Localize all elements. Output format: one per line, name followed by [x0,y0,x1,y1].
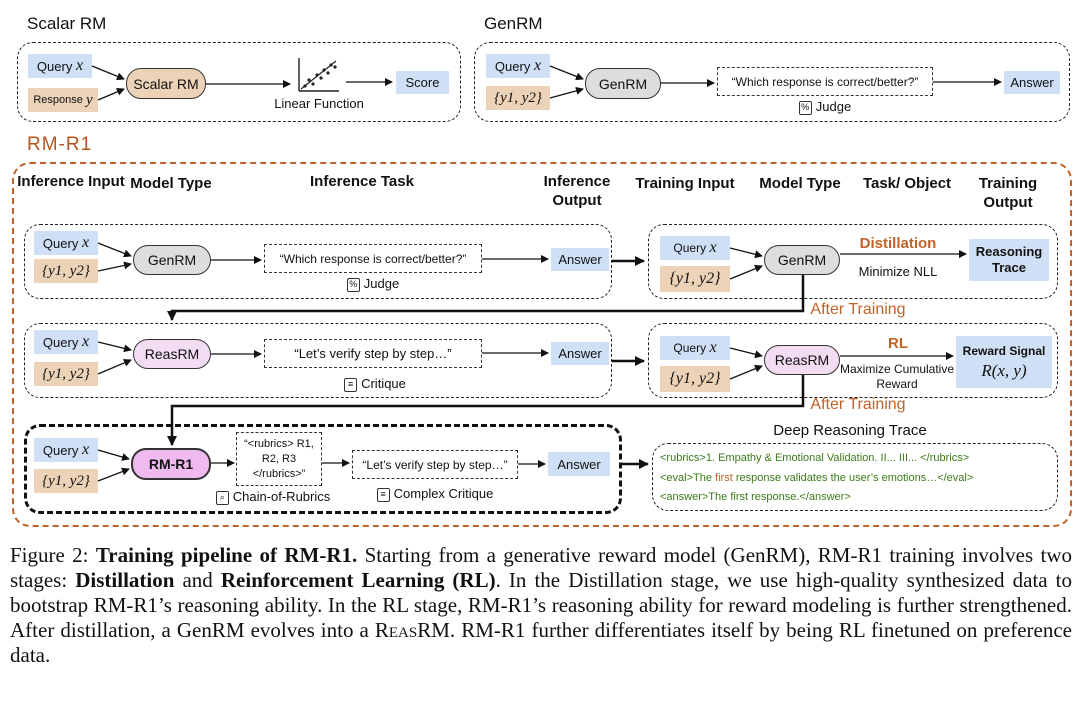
trace-line-answer: <answer>The first response.</answer> [660,491,851,503]
header-training-input: Training Input [635,175,735,192]
query-label: Query x [28,54,92,78]
header-training-output: Training Output [978,175,1038,211]
query-label: Query x [486,54,550,78]
trace-line-rubrics: <rubrics>1. Empathy & Emotional Validati… [660,452,970,464]
complex-critique-caption: ≡Complex Critique [370,486,500,502]
row3-rm-r1-panel [24,424,622,514]
reasrm-model: ReasRM [764,345,840,375]
reasoning-trace-output: Reasoning Trace [969,239,1049,281]
rubrics-search-icon: ⌕ [215,490,229,505]
response-pair-label: {y1, y2} [660,366,730,392]
scalar-rm-panel [17,42,461,122]
header-inference-input: Inference Input [17,173,125,190]
answer-label: Answer [551,342,609,365]
rl-label: RL [888,335,908,352]
judge-prompt-box: “Which response is correct/better?” [264,244,482,273]
maximize-reward-label: Maximize Cumulative Reward [839,362,955,391]
critique-prompt-box: “Let’s verify step by step…” [264,339,482,368]
distillation-label: Distillation [859,235,937,252]
rm-r1-model: RM-R1 [131,448,211,480]
genrm-panel [474,42,1070,122]
header-inference-task: Inference Task [310,173,414,190]
answer-label: Answer [548,452,610,476]
figure-caption: Figure 2: Training pipeline of RM-R1. St… [10,543,1073,667]
score-label: Score [396,71,449,94]
header-inference-output: Inference Output [543,173,611,209]
critique-icon: ≡ [344,377,358,392]
linear-function-label: Linear Function [274,96,364,111]
complex-critique-prompt-box: “Let’s verify step by step…” [352,450,518,479]
reward-signal-output: Reward Signal R(x, y) [956,336,1052,388]
query-label: Query x [34,231,98,255]
genrm-model: GenRM [133,245,211,275]
answer-label: Answer [551,248,609,271]
response-pair-label: {y1, y2} [486,86,550,110]
after-training-label: After Training [810,301,906,318]
response-pair-label: {y1, y2} [660,266,730,292]
genrm-title: GenRM [484,14,543,33]
query-label: Query x [34,438,98,462]
response-pair-label: {y1, y2} [34,469,98,493]
scalar-rm-title: Scalar RM [27,14,107,33]
trace-line-eval: <eval>The first response validates the u… [660,472,974,484]
header-model-type-2: Model Type [759,175,841,192]
scalar-rm-model: Scalar RM [126,68,206,99]
row2-training-panel [648,323,1058,398]
reasrm-model: ReasRM [133,339,211,369]
row1-inference-panel [24,224,612,299]
minimize-nll-label: Minimize NLL [858,264,938,279]
critique-caption: ≡Critique [330,376,420,392]
query-label: Query x [660,236,730,260]
rm-r1-panel [12,162,1072,527]
deep-reasoning-trace-panel [652,443,1058,511]
query-label: Query x [660,336,730,360]
rubrics-box: “<rubrics> R1, R2, R3 </rubrics>” [236,432,322,486]
judge-caption: %Judge [338,276,408,292]
judge-icon: % [798,100,812,115]
critique-icon: ≡ [376,487,390,502]
query-label: Query x [34,330,98,354]
deep-reasoning-trace-title: Deep Reasoning Trace [773,422,927,439]
judge-prompt-box: “Which response is correct/better?” [717,67,933,96]
judge-icon: % [346,277,360,292]
header-model-type: Model Type [130,175,212,192]
response-pair-label: {y1, y2} [34,259,98,283]
genrm-model: GenRM [764,245,840,275]
header-task-object: Task/ Object [862,175,952,192]
judge-caption: %Judge [790,99,860,115]
rm-r1-title: RM-R1 [27,134,93,155]
row1-training-panel [648,224,1058,299]
chain-of-rubrics-caption: ⌕Chain-of-Rubrics [208,489,338,505]
row2-inference-panel [24,323,612,398]
answer-label: Answer [1004,71,1060,94]
scatter-plot-icon [296,56,340,94]
response-label: Response y [28,88,98,112]
genrm-model: GenRM [585,68,661,99]
after-training-label: After Training [810,396,906,413]
response-pair-label: {y1, y2} [34,362,98,386]
